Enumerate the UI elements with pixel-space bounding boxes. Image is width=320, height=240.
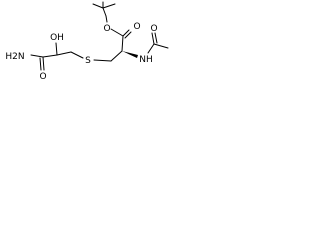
ch2-to-choh-bond (56, 51, 72, 56)
amide-c-to-o-double-bond-1 (42, 56, 45, 71)
ester-carbonyl-oxygen-label: O (133, 22, 140, 32)
acetyl-c-to-o-double-bond-2 (154, 32, 158, 44)
amide-oxygen-label: O (39, 72, 46, 82)
carbonyl-c-to-o-double-bond-1 (122, 29, 130, 37)
tbutyl-bond-2 (92, 3, 104, 9)
tert-butyl-group (92, 1, 116, 17)
acetyl-c-to-o-double-bond-1 (151, 32, 155, 45)
ester-o-to-carbonyl-c-bond (110, 28, 124, 37)
ester-oxygen-label: O (103, 24, 110, 34)
nh-to-acetyl-c-bond (147, 43, 155, 54)
amide-c-to-nh2-bond (30, 54, 44, 58)
acetyl-c-to-methyl-bond (153, 43, 169, 49)
carbonyl-c-to-o-double-bond-2 (124, 31, 132, 39)
sulfur-label: S (85, 56, 91, 66)
choh-to-amide-c-bond (42, 54, 58, 58)
chemical-structure-diagram: O O NH O S OH O H2N (5, 1, 169, 82)
ester-o-to-tbutyl-bond (105, 15, 108, 23)
alpha-c-to-ch2-bond (110, 50, 123, 62)
carbonyl-c-to-alpha-c-bond (121, 35, 124, 52)
alpha-c-to-nh-wedge-bond (122, 51, 138, 58)
ch2-to-ch2-bond (93, 59, 112, 62)
amide-nitrogen-label: NH (139, 55, 153, 65)
sulfur-to-ch2-left-bond (70, 51, 84, 59)
amide-nh2-label: H2N (5, 52, 24, 62)
hydroxyl-label: OH (50, 33, 64, 43)
acetyl-oxygen-label: O (150, 24, 157, 34)
choh-to-oh-bond (55, 42, 58, 56)
amide-c-to-o-double-bond-2 (39, 57, 42, 71)
tbutyl-bond-1 (102, 3, 116, 9)
tbutyl-bond-4 (102, 7, 107, 17)
